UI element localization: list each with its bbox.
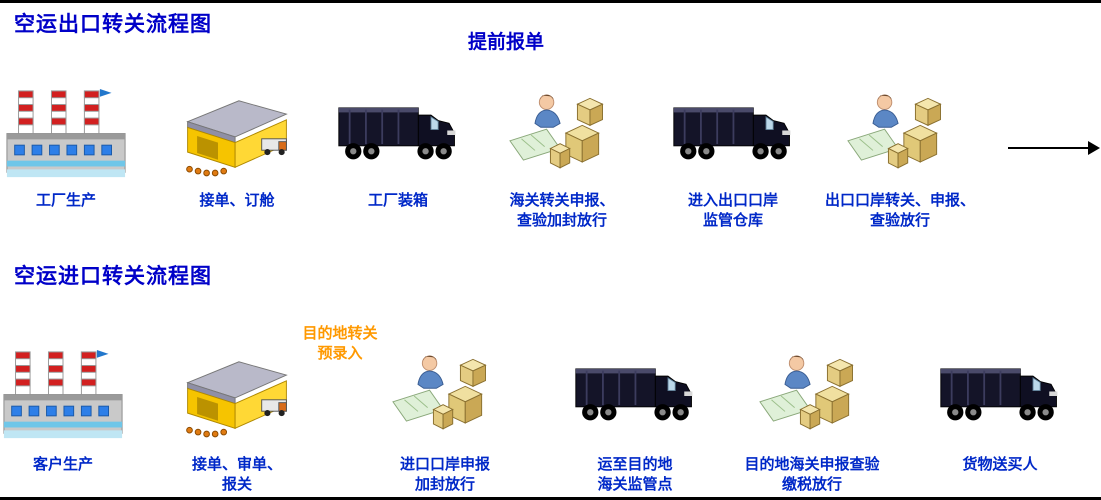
export-step-port-warehouse: 进入出口口岸监管仓库 — [643, 84, 823, 231]
factory-icon — [3, 89, 129, 181]
export-step-customs-declare: 海关转关申报、查验加封放行 — [472, 84, 652, 231]
customs-icon — [508, 90, 616, 180]
customs-icon — [758, 351, 866, 441]
export-step-booking: 接单、订舱 — [147, 84, 327, 210]
import-step-delivery: 货物送买人 — [910, 342, 1090, 474]
step-label: 海关转关申报、查验加封放行 — [509, 191, 615, 230]
customs-icon — [846, 90, 954, 180]
warehouse-icon — [180, 93, 294, 177]
import-step-order-review: 接单、审单、报关 — [147, 342, 327, 495]
step-label: 进口口岸申报加封放行 — [399, 455, 490, 494]
step-label: 运至目的地海关监管点 — [597, 455, 673, 494]
step-label: 客户生产 — [32, 455, 93, 473]
step-label: 货物送买人 — [962, 455, 1038, 473]
customs-icon — [391, 351, 499, 441]
factory-icon — [0, 350, 126, 442]
truck-icon — [337, 102, 459, 168]
step-label: 接单、审单、报关 — [191, 455, 282, 494]
flow-arrow — [1008, 141, 1100, 155]
step-label: 接单、订舱 — [199, 191, 275, 209]
truck-icon — [672, 102, 794, 168]
step-label: 工厂装箱 — [367, 191, 428, 209]
export-flow-title: 空运出口转关流程图 — [14, 12, 212, 36]
truck-icon — [939, 363, 1061, 429]
advance-declaration-note: 提前报单 — [468, 31, 545, 53]
export-step-loading: 工厂装箱 — [308, 84, 488, 210]
warehouse-icon — [180, 354, 294, 438]
truck-icon — [574, 363, 696, 429]
import-step-transport: 运至目的地海关监管点 — [545, 342, 725, 495]
step-label: 进入出口口岸监管仓库 — [687, 191, 778, 230]
import-step-port-declare: 进口口岸申报加封放行 — [355, 342, 535, 495]
bottom-border — [0, 497, 1101, 500]
import-flow-title: 空运进口转关流程图 — [14, 264, 212, 288]
export-step-factory: 工厂生产 — [0, 84, 156, 210]
step-label: 工厂生产 — [35, 191, 96, 209]
destination-preentry-note: 目的地转关 预录入 — [302, 324, 378, 362]
step-label: 出口口岸转关、申报、查验放行 — [824, 191, 975, 230]
step-label: 目的地海关申报查验缴税放行 — [744, 455, 880, 494]
import-step-factory: 客户生产 — [0, 342, 153, 474]
top-border — [0, 0, 1101, 3]
import-step-destination-release: 目的地海关申报查验缴税放行 — [722, 342, 902, 495]
export-step-port-release: 出口口岸转关、申报、查验放行 — [810, 84, 990, 231]
